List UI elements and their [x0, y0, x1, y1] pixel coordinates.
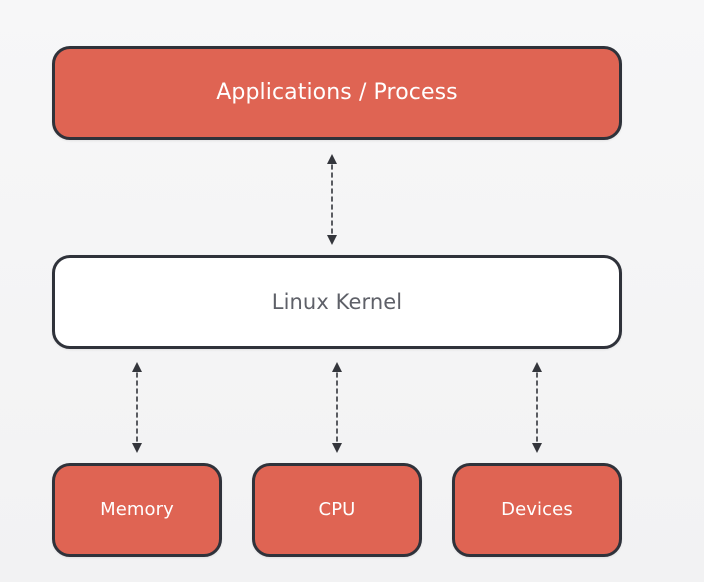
- connector-applications-kernel: [327, 154, 337, 245]
- memory-label: Memory: [100, 499, 174, 520]
- memory-box: Memory: [52, 463, 222, 557]
- applications-process-box: Applications / Process: [52, 46, 622, 140]
- cpu-label: CPU: [318, 499, 356, 520]
- connector-kernel-cpu: [332, 362, 342, 453]
- connector-arrowhead-down: [132, 443, 142, 453]
- connector-kernel-devices: [532, 362, 542, 453]
- connector-arrowhead-up: [332, 362, 342, 372]
- connector-arrowhead-down: [332, 443, 342, 453]
- linux-kernel-box: Linux Kernel: [52, 255, 622, 349]
- connector-arrowhead-up: [132, 362, 142, 372]
- connector-kernel-memory: [132, 362, 142, 453]
- applications-process-label: Applications / Process: [216, 80, 458, 105]
- connector-arrowhead-up: [532, 362, 542, 372]
- devices-label: Devices: [501, 499, 573, 520]
- cpu-box: CPU: [252, 463, 422, 557]
- connector-arrowhead-down: [532, 443, 542, 453]
- connector-arrowhead-up: [327, 154, 337, 164]
- connector-arrowhead-down: [327, 235, 337, 245]
- background-strip: [704, 0, 723, 582]
- linux-kernel-label: Linux Kernel: [271, 289, 403, 314]
- devices-box: Devices: [452, 463, 622, 557]
